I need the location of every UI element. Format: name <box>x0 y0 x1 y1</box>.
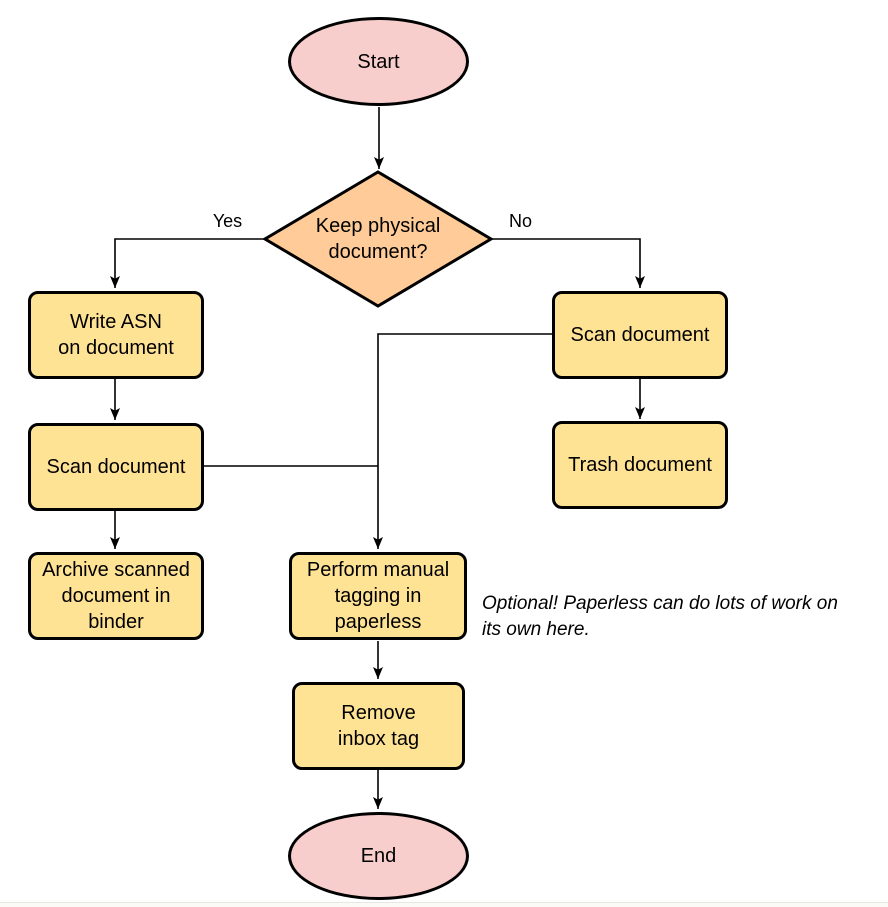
process-scan-document-left-label: Scan document <box>46 456 186 478</box>
process-trash-document: Trash document <box>552 421 728 509</box>
process-remove-inbox-tag-label: Remove inbox tag <box>337 702 420 750</box>
process-scan-document-left: Scan document <box>28 423 204 511</box>
annotation-note: Optional! Paperless can do lots of work … <box>482 593 838 640</box>
edge-label-yes: Yes <box>212 211 243 231</box>
page-bottom-edge <box>0 902 888 907</box>
process-manual-tagging-label: Perform manual tagging in paperless <box>306 559 450 633</box>
process-archive-in-binder: Archive scanned document in binder <box>28 552 204 640</box>
edge-label-no: No <box>508 211 532 231</box>
connector-decision-no-to-scan-right <box>491 238 645 288</box>
process-remove-inbox-tag: Remove inbox tag <box>292 682 465 770</box>
process-archive-in-binder-label: Archive scanned document in binder <box>42 559 190 633</box>
connector-decision-yes-to-write-asn <box>110 238 265 288</box>
end-terminator: End <box>288 812 469 900</box>
start-label: Start <box>357 50 400 73</box>
process-write-asn-label: Write ASN on document <box>58 311 174 359</box>
start-terminator: Start <box>288 17 469 106</box>
decision-label: Keep physical document? <box>315 215 441 263</box>
decision-diamond-shape <box>262 170 494 308</box>
decision-keep-physical-document: Keep physical document? <box>268 213 488 265</box>
process-scan-document-right-label: Scan document <box>570 324 710 346</box>
process-write-asn: Write ASN on document <box>28 291 204 379</box>
process-manual-tagging: Perform manual tagging in paperless <box>289 552 467 640</box>
end-label: End <box>360 845 397 867</box>
process-scan-document-right: Scan document <box>552 291 728 379</box>
process-trash-document-label: Trash document <box>568 454 712 476</box>
connector-scan-right-to-tagging <box>373 333 552 549</box>
